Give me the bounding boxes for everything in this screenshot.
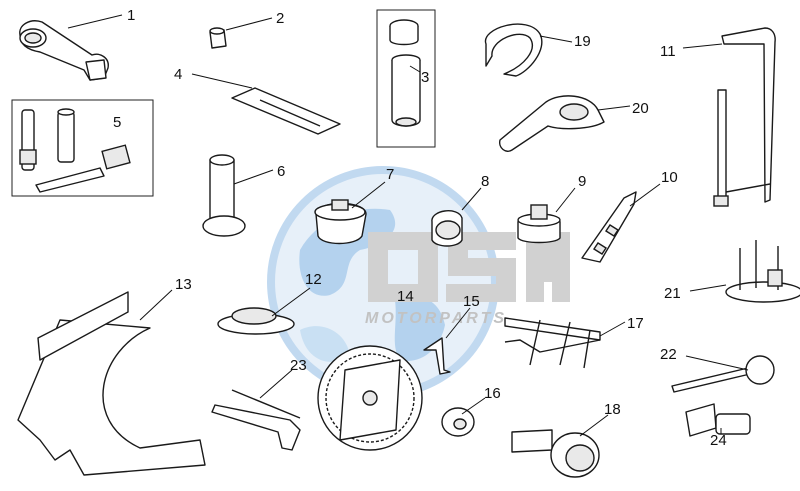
part-22-shaft-tool	[671, 355, 775, 393]
part-17-bolt-fixture	[504, 317, 601, 369]
callout-7: 7	[386, 166, 394, 183]
part-5-frame	[11, 99, 154, 197]
part-19-clamp-band	[485, 23, 543, 77]
callout-17: 17	[627, 315, 644, 332]
part-20-spanner-plate	[498, 95, 605, 152]
callout-1: 1	[127, 7, 135, 24]
callout-2: 2	[276, 10, 284, 27]
callout-20: 20	[632, 100, 649, 117]
part-18-threaded-driver	[511, 429, 600, 478]
callout-22: 22	[660, 346, 677, 363]
callout-15: 15	[463, 293, 480, 310]
callout-19: 19	[574, 33, 591, 50]
osm-letters	[368, 232, 570, 302]
callout-4: 4	[174, 66, 182, 83]
watermark-tagline: MOTORPARTS	[365, 310, 507, 327]
part-5-pin-set	[19, 108, 131, 193]
leader-lines	[67, 14, 749, 437]
part-16-flange	[441, 407, 475, 437]
callout-5: 5	[113, 114, 121, 131]
callout-labels: 1 2 3 4 5 6 7 8 9 10 11 12 13 14 15 16 1…	[113, 7, 727, 449]
part-8-cup	[431, 210, 463, 247]
part-7-puller	[314, 199, 367, 245]
part-2-bushing	[209, 27, 227, 49]
callout-14: 14	[397, 288, 414, 305]
part-15-hook	[423, 337, 451, 375]
part-9-adapter	[517, 204, 561, 244]
callout-3: 3	[421, 69, 429, 86]
callout-24: 24	[710, 432, 727, 449]
callout-18: 18	[604, 401, 621, 418]
part-13-support-plate	[17, 291, 206, 476]
callout-13: 13	[175, 276, 192, 293]
callout-10: 10	[661, 169, 678, 186]
part-6-flanged-pin	[202, 154, 246, 237]
part-3-frame	[376, 9, 436, 148]
part-1-spanner	[19, 20, 109, 81]
part-3-sleeve-tool	[389, 19, 421, 127]
callout-11: 11	[660, 43, 676, 60]
callout-8: 8	[481, 173, 489, 190]
part-14-holding-disc	[317, 345, 423, 451]
callout-12: 12	[305, 271, 322, 288]
callout-21: 21	[664, 285, 681, 302]
callout-23: 23	[290, 357, 307, 374]
part-21-fixture	[725, 240, 800, 303]
part-12-ring-tool	[217, 307, 295, 335]
callout-9: 9	[578, 173, 586, 190]
callout-16: 16	[484, 385, 501, 402]
callout-6: 6	[277, 163, 285, 180]
part-10-bracket	[581, 191, 637, 263]
part-24-sleeve	[685, 403, 751, 437]
part-23-pliers	[211, 389, 301, 451]
part-11-c-clamp	[713, 27, 776, 207]
part-4-slotted-plate	[231, 87, 341, 135]
